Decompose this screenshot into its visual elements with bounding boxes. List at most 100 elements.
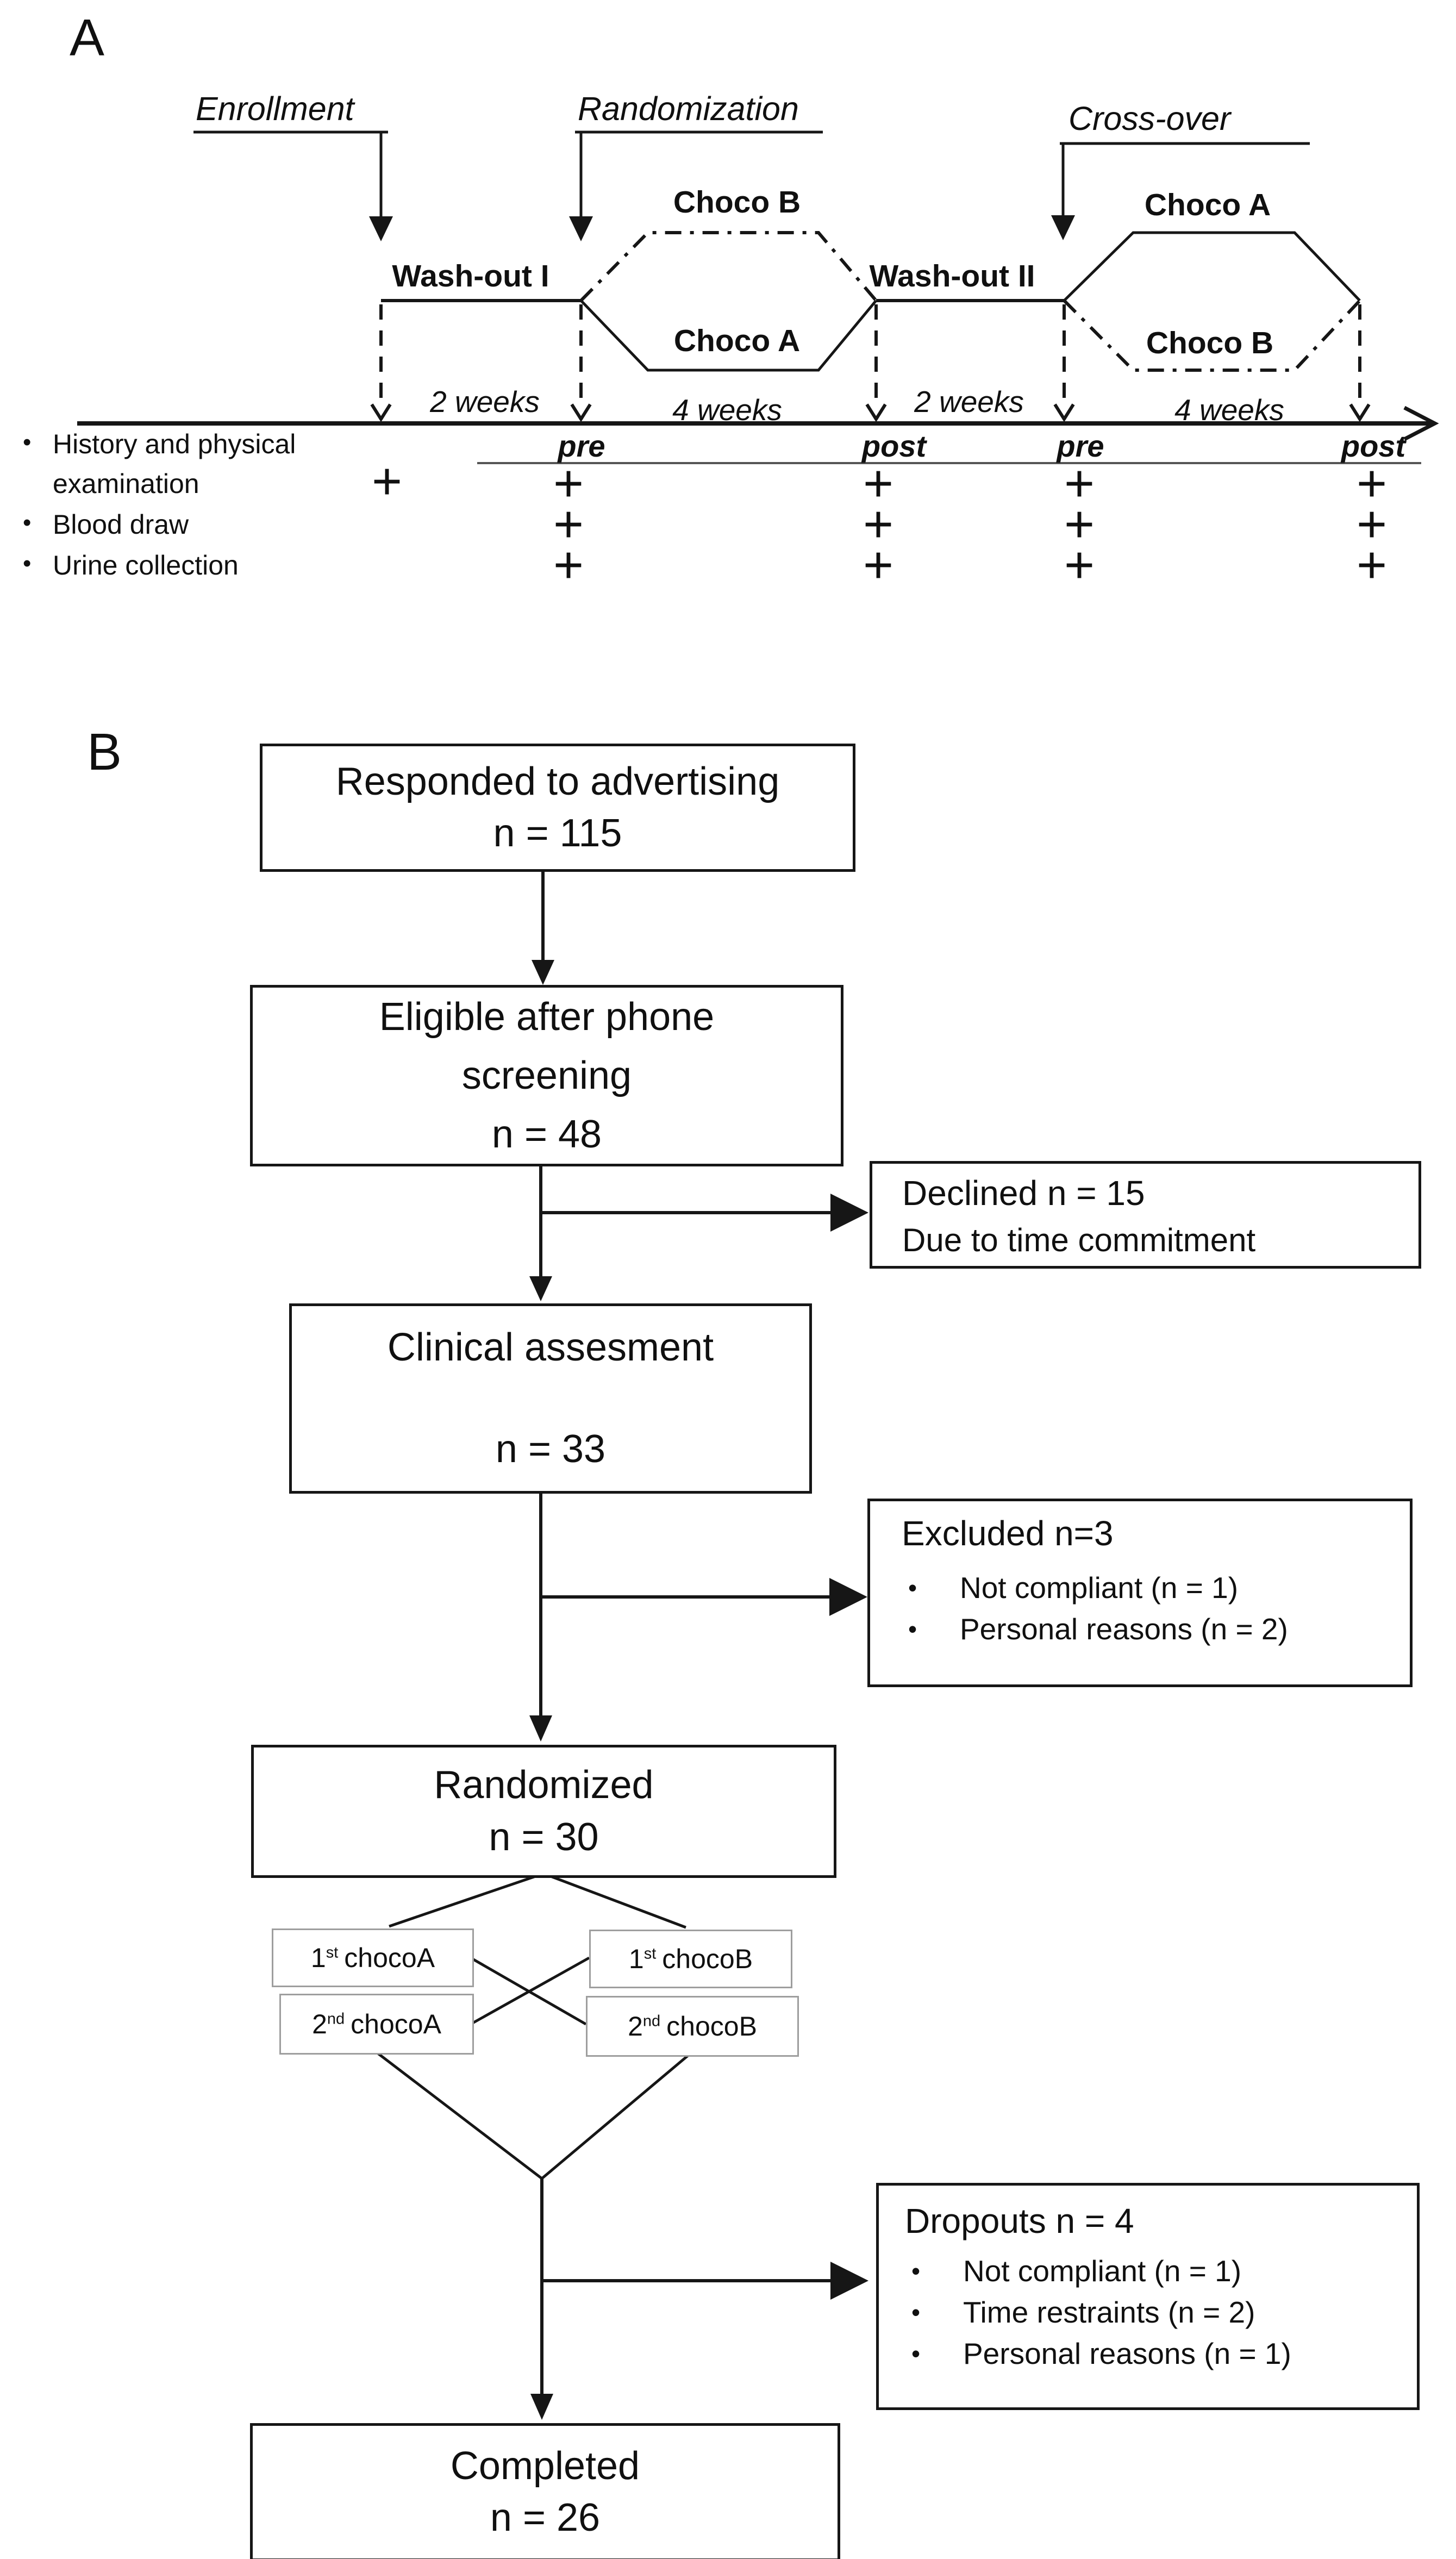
arm-ordinal: 2 (312, 2009, 327, 2039)
excluded-bullet-1-text: Not compliant (n = 1) (960, 1571, 1239, 1605)
dropouts-bullet-2: • Time restraints (n = 2) (905, 2295, 1411, 2329)
duration-4: 4 weeks (1174, 393, 1284, 427)
panel-b-connectors (376, 869, 868, 2420)
plus-mark-pre1-urine: + (553, 536, 584, 594)
arm-ordinal: 1 (628, 1944, 644, 1974)
arm-ordinal: 2 (628, 2011, 643, 2042)
declined-note: Due to time commitment (902, 1221, 1256, 1258)
crossover-arrowhead (1051, 215, 1075, 240)
duration-2: 4 weeks (672, 393, 782, 427)
plus-mark-pre2-history: + (1064, 454, 1095, 513)
box-clinical-line2: n = 33 (495, 1427, 606, 1471)
dropouts-bullet-1-text: Not compliant (n = 1) (963, 2254, 1242, 2288)
arm-ordinal-suffix: st (326, 1944, 339, 1962)
duration-1: 2 weeks (430, 385, 540, 419)
assessment-label-urine: Urine collection (53, 550, 239, 581)
box-eligible-line2: screening (461, 1054, 632, 1097)
plus-mark-post2-blood: + (1356, 495, 1388, 553)
plus-mark-pre1-history: + (553, 454, 584, 513)
bullet-icon: • (911, 2298, 921, 2327)
panel-a-label: A (70, 9, 105, 67)
timepoint-post1: post (861, 429, 927, 463)
period1-bottom-label: Choco A (673, 323, 801, 358)
side-box-declined: Declined n = 15 Due to time commitment (870, 1161, 1421, 1269)
arm-name: chocoA (351, 2009, 441, 2039)
plus-mark-pre2-urine: + (1064, 536, 1095, 594)
plus-mark-post1-urine: + (863, 536, 894, 594)
assessment-row-blood: • Blood draw (23, 509, 189, 540)
bullet-icon: • (911, 2339, 921, 2368)
dropouts-title: Dropouts n = 4 (905, 2201, 1134, 2240)
panel-b-label: B (87, 723, 122, 781)
merge-left-line (376, 2051, 543, 2180)
duration-3: 2 weeks (914, 385, 1024, 419)
arm-ordinal-suffix: nd (327, 2010, 345, 2028)
period1-chocoA-path (580, 299, 877, 372)
arm-box-2nd-chocoA: 2nd chocoA (279, 1994, 474, 2055)
bullet-icon: • (23, 550, 32, 577)
arrow-merge-completed-head (530, 2394, 553, 2420)
arrow-eligible-clinical-head (529, 1276, 552, 1301)
washout2-label: Wash-out II (869, 259, 1035, 294)
branch-excluded-head (829, 1578, 867, 1616)
timepoint-pre2: pre (1057, 429, 1104, 463)
period2-chocoA-path (1063, 231, 1361, 302)
enrollment-arrowhead (369, 216, 393, 241)
timepoint-dashed-arrows (370, 304, 1371, 422)
bullet-icon: • (23, 509, 32, 536)
excluded-title: Excluded n=3 (902, 1514, 1114, 1553)
panel-a-timeline (77, 130, 1439, 464)
side-box-excluded: Excluded n=3 • Not compliant (n = 1) • P… (867, 1499, 1413, 1687)
arm-ordinal-suffix: nd (642, 2012, 661, 2030)
milestone-randomization: Randomization (578, 90, 799, 127)
arm-ordinal-suffix: st (643, 1945, 657, 1963)
bullet-icon: • (911, 2257, 921, 2286)
dropouts-bullet-3: • Personal reasons (n = 1) (905, 2337, 1411, 2370)
arm-box-2nd-chocoB: 2nd chocoB (586, 1996, 799, 2057)
period1-chocoB-path (579, 231, 878, 302)
arm-ordinal: 1 (310, 1943, 326, 1973)
arm-name: chocoB (666, 2011, 757, 2042)
box-eligible-line1: Eligible after phone (379, 995, 715, 1039)
period2-top-label: Choco A (1144, 188, 1271, 222)
period2-chocoB-path (1063, 299, 1361, 372)
dropouts-bullet-1: • Not compliant (n = 1) (905, 2254, 1411, 2288)
plus-mark-post2-history: + (1356, 454, 1388, 513)
box-completed-line2: n = 26 (490, 2496, 601, 2539)
period1-top-label: Choco B (673, 185, 801, 220)
dashed-arrowhead-enrollment (370, 403, 392, 422)
assessment-row-history: • History and physical (23, 430, 296, 458)
assessment-label-blood: Blood draw (53, 509, 189, 540)
bullet-icon: • (908, 1615, 917, 1644)
box-completed: Completed n = 26 (250, 2423, 840, 2559)
time-axis-arrowhead (1403, 405, 1439, 441)
milestone-enrollment: Enrollment (196, 90, 354, 127)
arrow-responded-eligible-head (532, 960, 554, 985)
side-box-dropouts: Dropouts n = 4 • Not compliant (n = 1) •… (876, 2183, 1420, 2410)
plus-mark-pre2-blood: + (1064, 495, 1095, 553)
arrow-clinical-randomized-head (529, 1715, 552, 1742)
randomization-arrowhead (569, 216, 593, 241)
excluded-bullet-1: • Not compliant (n = 1) (902, 1571, 1404, 1605)
box-eligible: Eligible after phone screening n = 48 (250, 985, 843, 1166)
plus-mark-pre1-blood: + (553, 495, 584, 553)
excluded-bullet-2-text: Personal reasons (n = 2) (960, 1612, 1288, 1646)
crossover-x-line-2 (470, 1956, 590, 2026)
split-left-line (389, 1872, 544, 1928)
split-right-line (543, 1872, 686, 1929)
bullet-icon: • (908, 1574, 917, 1602)
box-completed-line1: Completed (450, 2444, 640, 2488)
box-responded-line1: Responded to advertising (335, 759, 780, 803)
dashed-arrowhead-pre2 (1053, 403, 1075, 422)
assessment-label-examination: examination (53, 469, 199, 499)
washout1-label: Wash-out I (392, 259, 549, 294)
assessment-row-urine: • Urine collection (23, 552, 239, 579)
box-randomized-line2: n = 30 (489, 1815, 599, 1859)
box-eligible-line3: n = 48 (491, 1113, 602, 1156)
period2-bottom-label: Choco B (1146, 326, 1274, 360)
plus-mark-post2-urine: + (1356, 536, 1388, 594)
box-randomized-line1: Randomized (434, 1763, 654, 1807)
